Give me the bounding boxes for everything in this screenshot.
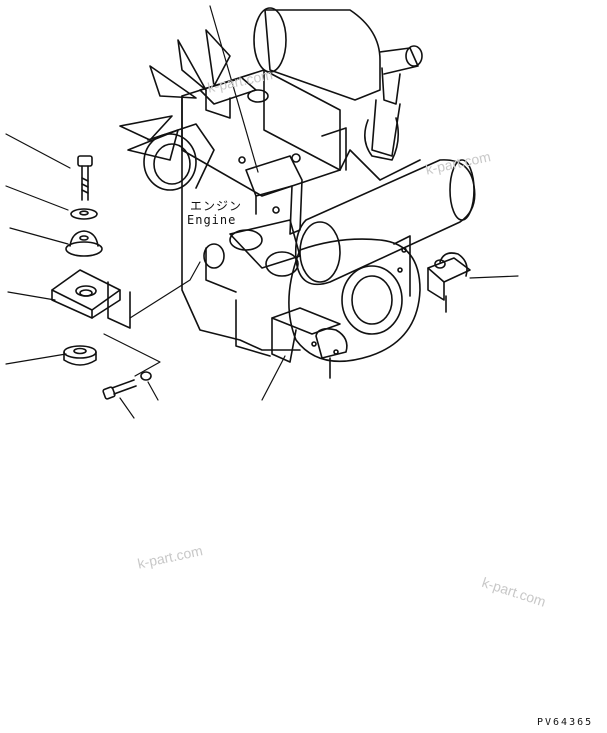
flywheel-housing — [288, 235, 421, 363]
front-plate — [205, 89, 347, 171]
engine-label-japanese: エンジン — [190, 199, 243, 213]
muffler — [294, 159, 476, 286]
bolt-long — [77, 155, 93, 201]
mount-parts-exploded — [51, 155, 152, 400]
engine-side-bracket — [245, 155, 303, 235]
air-cleaner — [253, 7, 423, 161]
engine-assembly — [119, 7, 476, 379]
crankcase — [181, 149, 421, 357]
cushion-upper — [65, 230, 103, 257]
mount-bracket — [51, 269, 131, 329]
bolt-short — [102, 379, 137, 400]
rear-mount-left — [271, 307, 348, 379]
washer — [70, 208, 98, 220]
rear-mount-right — [427, 252, 471, 313]
cooling-fan — [119, 29, 231, 161]
leader-lines — [5, 5, 519, 419]
alternator — [143, 123, 215, 191]
engine-label-english: Engine — [187, 213, 237, 227]
drawing-code: PV64365 — [537, 717, 594, 728]
cushion-lower — [63, 345, 97, 366]
lock-washer — [140, 371, 152, 381]
